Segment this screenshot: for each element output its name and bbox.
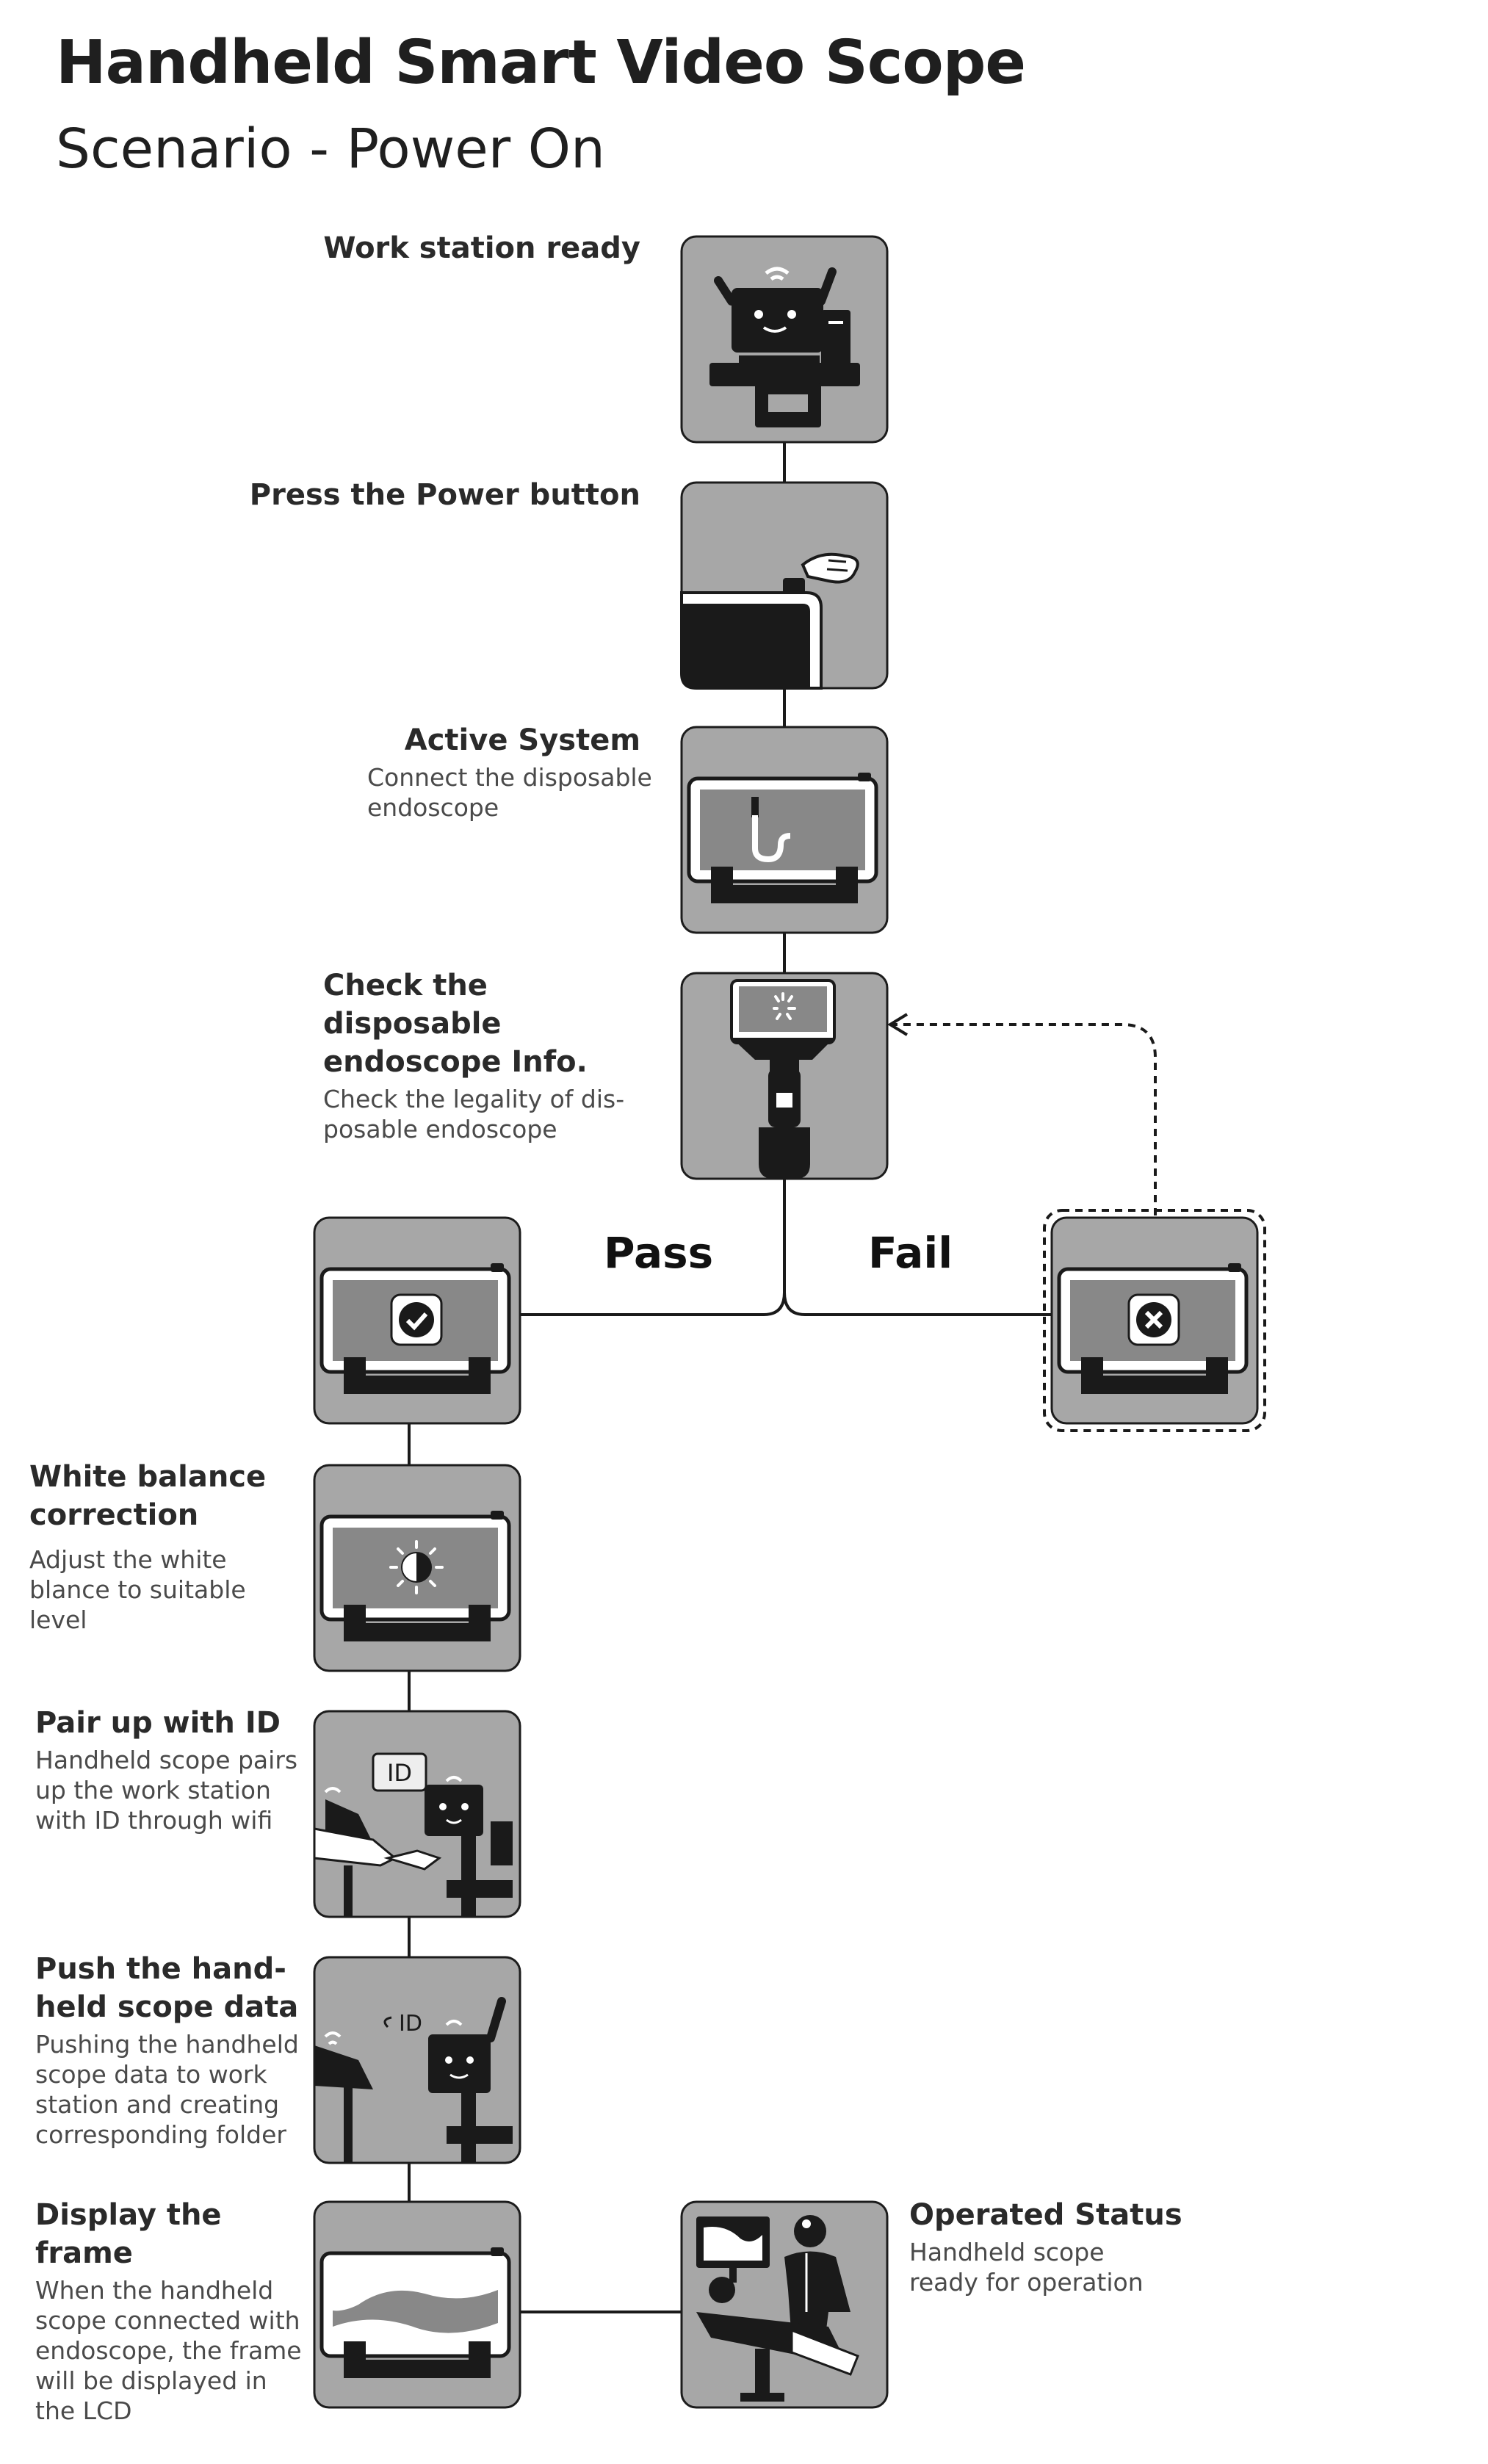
pair-handshake-icon: ID xyxy=(313,1710,521,1918)
step-title: Pair up with ID xyxy=(35,1706,281,1740)
step-title: Work station ready xyxy=(323,231,640,265)
step-title: Press the Power button xyxy=(249,478,640,512)
step-desc-line: endoscope xyxy=(367,793,499,822)
step-desc-line: Handheld scope pairs xyxy=(35,1746,298,1774)
id-badge-text: ID xyxy=(399,2011,422,2037)
step-desc-line: When the handheld xyxy=(35,2276,274,2305)
connector-lines xyxy=(408,441,1052,2313)
step-desc-line: posable endoscope xyxy=(323,1115,557,1144)
step-desc-line: Adjust the white xyxy=(29,1545,227,1574)
step-desc-line: Pushing the handheld xyxy=(35,2030,299,2059)
step-label-power: Press the Power button xyxy=(126,476,640,514)
step-desc-line: Connect the disposable xyxy=(367,763,652,792)
step-title: Push the hand- xyxy=(35,1952,286,1986)
step-desc-line: scope data to work xyxy=(35,2060,267,2089)
step-desc-line: Handheld scope xyxy=(909,2238,1105,2266)
step-title: correction xyxy=(29,1498,199,1532)
step-desc-line: blance to suitable level xyxy=(29,1575,246,1634)
step-label-white-balance: White balance correction Adjust the whit… xyxy=(29,1458,308,1635)
step-desc-line: the LCD xyxy=(35,2396,132,2425)
step-title: Display the frame xyxy=(35,2198,222,2270)
step-title: Operated Status xyxy=(909,2198,1182,2232)
step-label-workstation: Work station ready xyxy=(126,229,640,267)
step-label-pair: Pair up with ID Handheld scope pairs up … xyxy=(35,1704,314,1835)
branch-label-fail: Fail xyxy=(868,1228,953,1278)
press-power-icon xyxy=(680,481,889,690)
step-desc-line: ready for operation xyxy=(909,2268,1144,2297)
branch-label-pass: Pass xyxy=(604,1228,714,1278)
fail-return-arrow xyxy=(887,1013,1157,1215)
step-label-check: Check the disposable endoscope Info. Che… xyxy=(323,967,668,1144)
display-frame-icon xyxy=(313,2200,521,2409)
step-title: Check the disposable xyxy=(323,969,502,1041)
step-title: Active System xyxy=(404,723,640,757)
operation-doctor-icon xyxy=(680,2200,889,2409)
step-label-active: Active System Connect the disposable end… xyxy=(367,721,676,823)
step-label-operated: Operated Status Handheld scope ready for… xyxy=(909,2196,1291,2297)
step-title: endoscope Info. xyxy=(323,1045,588,1079)
step-desc-line: station and creating xyxy=(35,2090,280,2119)
page-title: Handheld Smart Video Scope xyxy=(56,28,1026,98)
step-label-push: Push the hand- held scope data Pushing t… xyxy=(35,1950,314,2150)
workstation-robot-icon xyxy=(680,235,889,444)
step-desc-line: will be displayed in xyxy=(35,2366,267,2395)
step-desc-line: with ID through wifi xyxy=(35,1806,273,1835)
step-desc-line: Check the legality of dis- xyxy=(323,1085,625,1113)
connect-endoscope-icon xyxy=(680,726,889,934)
id-badge-text: ID xyxy=(387,1759,412,1787)
page-subtitle: Scenario - Power On xyxy=(56,118,605,181)
step-title: White balance xyxy=(29,1460,267,1494)
step-desc-line: endoscope, the frame xyxy=(35,2336,302,2365)
fail-cross-icon xyxy=(1043,1209,1266,1432)
push-data-icon: ID xyxy=(313,1956,521,2164)
white-balance-icon xyxy=(313,1464,521,1672)
pass-check-icon xyxy=(313,1216,521,1425)
check-endoscope-icon xyxy=(680,972,889,1180)
step-desc-line: up the work station xyxy=(35,1776,271,1804)
step-desc-line: corresponding folder xyxy=(35,2120,286,2149)
step-desc-line: scope connected with xyxy=(35,2306,300,2335)
step-label-display: Display the frame When the handheld scop… xyxy=(35,2196,314,2426)
step-title: held scope data xyxy=(35,1990,299,2024)
